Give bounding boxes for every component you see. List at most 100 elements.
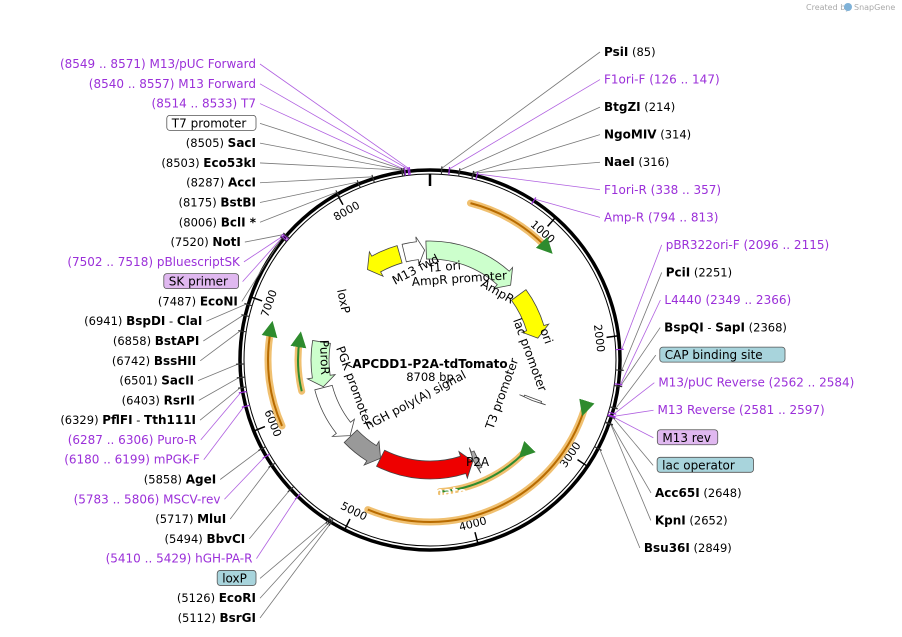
label-f1-ori: f1 ori: [429, 258, 461, 275]
site-tick: [279, 236, 287, 243]
site-tick: [241, 314, 250, 318]
site-label: (8175) BstBI: [178, 196, 256, 210]
site-label: NgoMIV (314): [604, 128, 691, 142]
leader-line: [248, 490, 290, 540]
label-p2a: P2A: [466, 455, 490, 469]
tick-mark: [577, 458, 588, 467]
feature-arrow: [510, 289, 550, 339]
site-tick: [335, 190, 341, 198]
leader-line: [259, 103, 405, 171]
leader-line: [259, 521, 328, 579]
leader-line: [229, 466, 271, 520]
site-label: (8540 .. 8557) M13 Forward: [89, 77, 256, 91]
feature-arrows: [306, 236, 550, 480]
site-tick: [530, 197, 537, 205]
site-tick: [604, 421, 613, 426]
leader-line: [259, 162, 402, 171]
site-tick: [356, 179, 361, 188]
leader-line: [219, 449, 261, 480]
plasmid-backbone: [238, 168, 622, 552]
site-label: Acc65I (2648): [655, 486, 742, 500]
site-tick: [458, 168, 461, 177]
feature-box: [166, 114, 257, 131]
site-tick: [408, 167, 411, 176]
site-label: L4440 (2349 .. 2366): [664, 293, 791, 307]
site-tick: [244, 302, 253, 307]
feature-arrow: [468, 447, 483, 474]
leader-line: [259, 523, 331, 619]
label-puror: PuroR: [317, 340, 332, 375]
credit-text: Created by: [806, 3, 850, 12]
leader-line: [621, 272, 663, 371]
site-label: pBR322ori-F (2096 .. 2115): [666, 238, 829, 252]
leader-line: [197, 363, 239, 381]
site-tick: [614, 383, 623, 386]
site-label: (6742) BssHII: [112, 354, 196, 368]
site-tick: [236, 376, 245, 379]
feature-arrow: [306, 339, 337, 388]
site-tick: [241, 404, 250, 408]
leader-line: [610, 423, 652, 494]
site-tick: [401, 167, 404, 177]
site-label: (5858) AgeI: [144, 473, 216, 487]
feature-arrow: [375, 449, 474, 480]
site-label: F1ori-R (338 .. 357): [604, 183, 721, 197]
orf-arc: [261, 320, 283, 427]
site-label: F1ori-F (126 .. 147): [604, 73, 720, 87]
feature-box-label: M13 rev: [662, 431, 711, 445]
leader-line: [614, 382, 655, 415]
site-label: Bsu36I (2849): [644, 541, 732, 555]
leader-line: [259, 142, 403, 171]
tick-mark: [343, 518, 351, 531]
leader-line: [615, 354, 657, 409]
feature-box-label: lac operator: [662, 458, 735, 472]
label-ori: ori: [537, 326, 555, 345]
site-label: M13 Reverse (2581 .. 2597): [658, 403, 825, 417]
site-label: PciI (2251): [666, 265, 732, 279]
site-label: (7520) NotI: [170, 235, 240, 249]
site-tick: [280, 235, 288, 242]
leader-line: [243, 235, 285, 263]
leader-line: [206, 303, 247, 322]
site-label: (8505) SacI: [186, 136, 256, 150]
leader-line: [259, 181, 359, 203]
orf-arc: [367, 398, 595, 523]
site-tick: [607, 415, 616, 419]
leader-line: [200, 392, 242, 441]
tick-label: 8000: [331, 199, 362, 224]
site-tick: [448, 166, 451, 176]
site-tick: [238, 329, 247, 333]
site-label: BtgZI (214): [604, 100, 675, 114]
leader-line: [613, 409, 654, 417]
leader-line: [599, 449, 641, 549]
tick-mark: [474, 532, 479, 545]
feature-arrow: [314, 384, 356, 437]
site-tick: [282, 233, 289, 240]
label-tdtomato: tdTomato: [400, 484, 467, 499]
site-tick: [403, 167, 407, 176]
label-loxp-inner: loxP: [334, 288, 353, 315]
site-label: (5717) MluI: [155, 512, 226, 526]
leader-line: [534, 198, 601, 218]
plasmid-size: 8708 bp: [406, 370, 454, 384]
leader-line: [619, 327, 661, 387]
credit-brand: SnapGene: [854, 3, 895, 12]
site-label: (5494) BbvCI: [165, 532, 246, 546]
orf-arcs: [261, 199, 595, 526]
leader-line: [259, 83, 409, 170]
leader-line: [199, 387, 241, 421]
site-label: (8287) AccI: [186, 176, 256, 190]
site-label: PsiI (85): [604, 45, 656, 59]
site-label: (6287 .. 6306) Puro-R: [68, 433, 197, 447]
leader-line: [259, 191, 337, 223]
leader-line: [259, 176, 373, 184]
leader-line: [242, 236, 283, 282]
tick-mark: [547, 216, 557, 227]
orf-arc: [290, 331, 307, 392]
tick-mark: [336, 193, 344, 206]
site-tick: [614, 384, 623, 388]
site-label: (6858) BstAPI: [113, 334, 199, 348]
site-tick: [371, 174, 375, 183]
feature-arrow: [519, 394, 546, 406]
